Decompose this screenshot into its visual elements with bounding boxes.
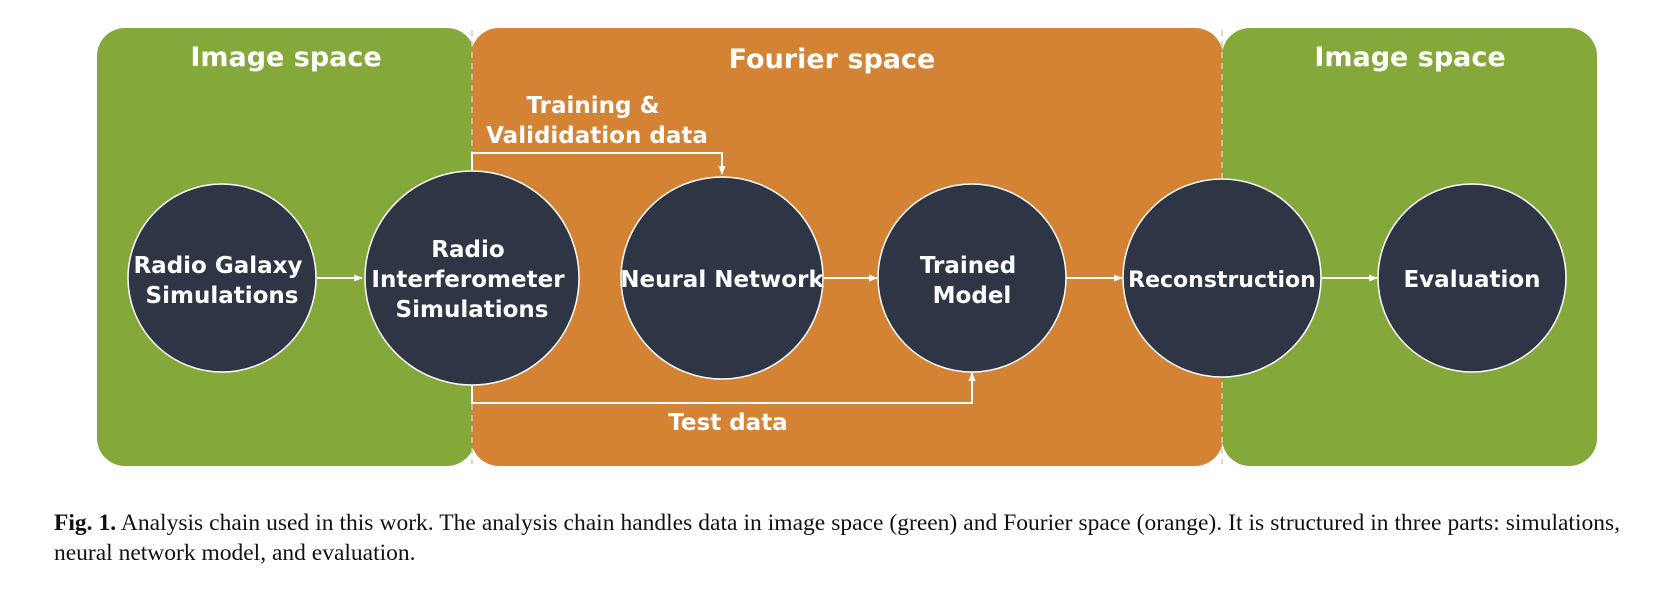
- caption-text: Analysis chain used in this work. The an…: [54, 510, 1620, 566]
- node-evaluation-label: Evaluation: [1403, 267, 1540, 293]
- training-label-line-1: Training &: [526, 93, 659, 119]
- arrow-test-data: [471, 372, 976, 404]
- trained-model-line-2: Model: [933, 283, 1012, 309]
- node-evaluation: [1377, 183, 1567, 373]
- node-trained-model-label: Trained Model: [920, 253, 1024, 309]
- trained-model-line-1: Trained: [920, 253, 1016, 279]
- region-title-right: Image space: [1314, 42, 1505, 73]
- node-reconstruction: [1122, 178, 1322, 378]
- analysis-chain-diagram: Image space Fourier space Image space Tr…: [97, 28, 1597, 466]
- node-neural-network: [620, 176, 824, 380]
- interferometer-line-2: Interferometer: [371, 267, 565, 293]
- region-title-middle: Fourier space: [729, 44, 936, 75]
- node-neural-network-label: Neural Network: [620, 267, 824, 293]
- region-title-left: Image space: [190, 42, 381, 73]
- node-radio-interferometer-simulations: [364, 170, 580, 386]
- figure-caption: Fig. 1. Analysis chain used in this work…: [54, 508, 1620, 568]
- interferometer-line-3: Simulations: [396, 297, 549, 323]
- node-trained-model: [877, 183, 1067, 373]
- training-validation-label: Training & Valididation data: [486, 93, 708, 149]
- caption-label: Fig. 1.: [54, 510, 117, 536]
- radio-galaxy-line-2: Simulations: [146, 283, 299, 309]
- node-radio-galaxy-label: Radio Galaxy Simulations: [133, 253, 310, 309]
- interferometer-line-1: Radio: [431, 237, 504, 263]
- test-data-label: Test data: [668, 410, 787, 436]
- node-interferometer-label: Radio Interferometer Simulations: [371, 237, 572, 323]
- node-reconstruction-label: Reconstruction: [1128, 268, 1316, 293]
- node-radio-galaxy-simulations: [127, 183, 317, 373]
- arrow-training-validation-data: [471, 152, 726, 185]
- training-label-line-2: Valididation data: [486, 123, 708, 149]
- radio-galaxy-line-1: Radio Galaxy: [133, 253, 302, 279]
